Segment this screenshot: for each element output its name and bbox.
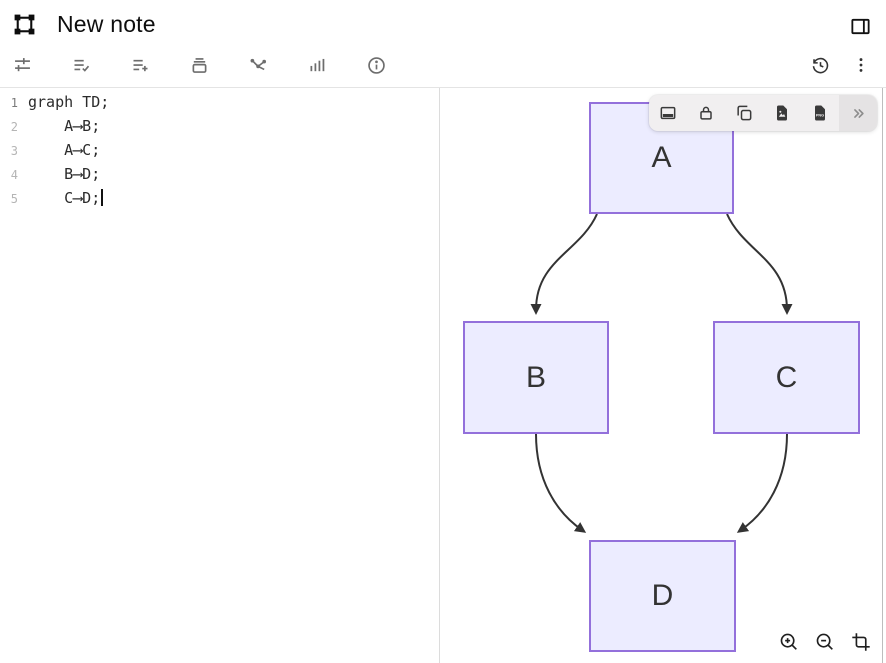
code-text: C⟶D;: [18, 186, 103, 210]
zoom-in-button[interactable]: [777, 630, 801, 654]
list-add-button[interactable]: [122, 47, 158, 83]
title-row: New note: [0, 0, 886, 48]
history-button[interactable]: [802, 47, 838, 83]
lock-icon: [700, 106, 712, 120]
toolbar: [0, 46, 886, 84]
card-view-button[interactable]: [649, 95, 687, 131]
diagram-canvas[interactable]: A B C D: [440, 88, 885, 663]
code-text: graph TD;: [28, 93, 110, 111]
zoom-in-icon: [780, 633, 797, 650]
list-add-icon: [133, 59, 147, 71]
list-check-button[interactable]: [63, 47, 99, 83]
zoom-out-button[interactable]: [813, 630, 837, 654]
line-number: 3: [10, 144, 18, 158]
code-text: B⟶D;: [28, 165, 101, 183]
lock-button[interactable]: [687, 95, 725, 131]
diagram-node-B[interactable]: B: [463, 321, 609, 434]
archive-box-icon: [192, 57, 206, 73]
header: New note: [0, 0, 886, 88]
flowchart-icon: [250, 58, 266, 70]
scrollbar-edge: [882, 88, 883, 663]
canvas-controls: [777, 630, 873, 654]
duplicate-button[interactable]: [725, 95, 763, 131]
export-image-button[interactable]: [763, 95, 801, 131]
selection-toolbar: PNG: [649, 95, 877, 131]
export-png-button[interactable]: PNG: [801, 95, 839, 131]
history-icon: [812, 57, 828, 73]
card-icon: [660, 106, 676, 120]
code-text: A⟶C;: [28, 141, 101, 159]
node-label: C: [775, 360, 798, 394]
note-title[interactable]: New note: [57, 10, 156, 37]
more-actions-button[interactable]: [839, 95, 877, 131]
copy-icon: [737, 105, 752, 121]
sliders-icon: [14, 57, 30, 71]
archive-button[interactable]: [181, 47, 217, 83]
edge-C-D: [736, 433, 788, 533]
code-line[interactable]: 1 graph TD;: [0, 90, 439, 114]
image-file-icon: [777, 105, 787, 121]
line-number: 2: [10, 120, 18, 134]
crop-button[interactable]: [849, 630, 873, 654]
right-sidebar-icon: [850, 18, 870, 34]
diagram-edges: [530, 213, 793, 533]
code-line[interactable]: 5 C⟶D;: [0, 186, 439, 210]
code-line[interactable]: 4 B⟶D;: [0, 162, 439, 186]
diagram-node-D[interactable]: D: [589, 540, 736, 652]
code-line[interactable]: 2 A⟶B;: [0, 114, 439, 138]
edge-B-D: [535, 433, 587, 533]
chevrons-right-icon: [853, 108, 864, 118]
kebab-menu-icon: [859, 58, 863, 72]
png-file-icon: PNG: [815, 105, 825, 121]
code-line[interactable]: 3 A⟶C;: [0, 138, 439, 162]
node-label: D: [651, 579, 674, 612]
line-number: 5: [10, 192, 18, 206]
bar-chart-icon: [310, 58, 324, 71]
crop-icon: [852, 633, 870, 651]
info-icon: [367, 56, 385, 74]
list-check-icon: [74, 59, 89, 72]
line-number: 1: [10, 96, 18, 110]
code-text: A⟶B;: [28, 117, 101, 135]
info-button[interactable]: [358, 47, 394, 83]
text-caret: [101, 189, 103, 206]
node-label: B: [525, 360, 546, 394]
transform-frame-icon: [11, 11, 37, 37]
sidebar-toggle-button[interactable]: [848, 14, 872, 38]
svg-text:PNG: PNG: [816, 114, 824, 118]
edge-A-B: [530, 213, 598, 315]
zoom-out-icon: [816, 633, 833, 650]
flowchart-button[interactable]: [240, 47, 276, 83]
diagram-node-C[interactable]: C: [713, 321, 860, 434]
line-number: 4: [10, 168, 18, 182]
more-options-button[interactable]: [843, 47, 879, 83]
node-label: A: [651, 141, 672, 174]
adjust-sliders-button[interactable]: [4, 47, 40, 83]
bar-chart-button[interactable]: [299, 47, 335, 83]
edge-A-C: [726, 213, 793, 315]
